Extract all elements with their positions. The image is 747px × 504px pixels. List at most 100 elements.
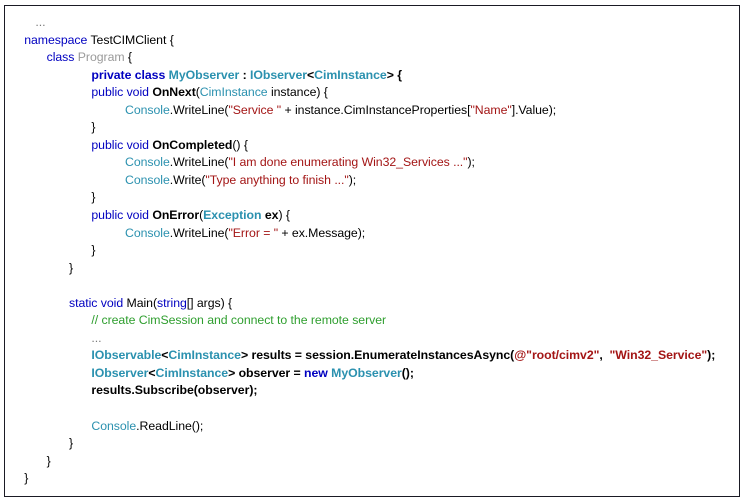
- code-line: // create CimSession and connect to the …: [5, 312, 739, 330]
- code-token: .WriteLine(: [169, 102, 229, 117]
- code-token: IObservable: [91, 348, 162, 363]
- code-token: ...: [91, 330, 102, 345]
- code-line: public void OnCompleted() {: [5, 137, 739, 155]
- code-token: Console: [125, 225, 170, 240]
- code-token: () {: [232, 137, 248, 152]
- code-line: static void Main(string[] args) {: [5, 295, 739, 313]
- code-line: }: [5, 260, 739, 278]
- code-token: Console: [125, 102, 170, 117]
- code-token: }: [46, 453, 51, 468]
- code-token: MyObserver: [168, 67, 240, 82]
- code-token: public void: [91, 137, 153, 152]
- code-line: }: [5, 453, 739, 471]
- code-token: "Name": [470, 102, 512, 117]
- code-token: CimInstance: [168, 348, 241, 363]
- code-token: .ReadLine();: [136, 418, 204, 433]
- code-token: }: [91, 120, 96, 135]
- code-line: }: [5, 242, 739, 260]
- code-line: }: [5, 435, 739, 453]
- code-line: IObserver<CimInstance> observer = new My…: [5, 365, 739, 383]
- code-token: }: [91, 190, 96, 205]
- code-token: <: [148, 365, 156, 380]
- code-token: IObserver: [91, 365, 149, 380]
- code-line: Console.Write("Type anything to finish .…: [5, 172, 739, 190]
- code-token: :: [239, 67, 251, 82]
- code-token: "I am done enumerating Win32_Services ..…: [228, 155, 468, 170]
- code-line: Console.WriteLine("Service " + instance.…: [5, 102, 739, 120]
- code-token: > {: [386, 67, 402, 82]
- code-token: public void: [91, 85, 153, 100]
- code-token: IObserver: [250, 67, 307, 82]
- code-token: new: [304, 365, 328, 380]
- code-token: Console: [91, 418, 137, 433]
- code-token: ex: [261, 208, 279, 223]
- code-token: "Service ": [228, 102, 282, 117]
- code-token: + ex.Message);: [278, 225, 366, 240]
- code-token: );: [348, 172, 357, 187]
- code-token: (: [199, 208, 204, 223]
- code-token: public void: [91, 208, 153, 223]
- code-line: }: [5, 470, 739, 488]
- code-token: );: [707, 348, 716, 363]
- code-token: {: [124, 50, 132, 65]
- code-token: }: [24, 471, 29, 486]
- code-line: results.Subscribe(observer);: [5, 382, 739, 400]
- code-token: ) {: [278, 208, 290, 223]
- code-token: ,: [599, 348, 610, 363]
- code-token: }: [69, 260, 74, 275]
- code-line: [5, 400, 739, 418]
- code-token: namespace: [24, 32, 88, 47]
- code-line: private class MyObserver : IObserver<Cim…: [5, 67, 739, 85]
- code-token: > results = session.EnumerateInstancesAs…: [240, 348, 515, 363]
- code-token: OnCompleted: [152, 137, 233, 152]
- code-token: string: [157, 295, 187, 310]
- code-token: <: [307, 67, 315, 82]
- code-token: private class: [91, 67, 166, 82]
- code-line: ...: [5, 14, 739, 32]
- code-listing-frame: ...namespace TestCIMClient {class Progra…: [4, 5, 740, 497]
- code-token: OnError: [152, 208, 200, 223]
- code-token: CimInstance: [314, 67, 387, 82]
- code-line: Console.WriteLine("Error = " + ex.Messag…: [5, 225, 739, 243]
- code-token: [] args) {: [186, 295, 233, 310]
- code-line: Console.ReadLine();: [5, 418, 739, 436]
- code-token: @"root/cimv2": [514, 348, 600, 363]
- code-token: }: [91, 243, 96, 258]
- code-token: instance) {: [267, 85, 328, 100]
- code-line: Console.WriteLine("I am done enumerating…: [5, 154, 739, 172]
- code-token: Main(: [126, 295, 158, 310]
- code-token: > observer =: [228, 365, 305, 380]
- code-line: namespace TestCIMClient {: [5, 32, 739, 50]
- code-token: ();: [401, 365, 414, 380]
- code-token: Console: [125, 172, 170, 187]
- code-token: "Win32_Service": [609, 348, 708, 363]
- code-line: }: [5, 189, 739, 207]
- code-token: );: [467, 155, 475, 170]
- code-token: + instance.CimInstanceProperties[: [281, 102, 471, 117]
- code-line: [5, 277, 739, 295]
- code-token: CimInstance: [199, 85, 268, 100]
- code-token: (: [195, 85, 200, 100]
- code-line: public void OnNext(CimInstance instance)…: [5, 84, 739, 102]
- code-token: ...: [35, 15, 46, 29]
- code-token: Console: [125, 155, 170, 170]
- code-token: OnNext: [152, 85, 196, 100]
- code-token: Exception: [203, 208, 262, 223]
- code-line: class Program {: [5, 49, 739, 67]
- code-token: "Error = ": [228, 225, 279, 240]
- code-token: TestCIMClient {: [87, 32, 174, 47]
- code-listing[interactable]: ...namespace TestCIMClient {class Progra…: [5, 6, 739, 488]
- code-line: IObservable<CimInstance> results = sessi…: [5, 347, 739, 365]
- code-token: static void: [69, 295, 127, 310]
- code-token: "Type anything to finish ...": [205, 172, 349, 187]
- code-line: }: [5, 119, 739, 137]
- code-token: ].Value);: [511, 102, 557, 117]
- code-token: // create CimSession and connect to the …: [91, 313, 387, 328]
- code-token: CimInstance: [155, 365, 229, 380]
- code-token: .WriteLine(: [169, 155, 229, 170]
- code-token: .Write(: [169, 172, 206, 187]
- code-token: }: [69, 436, 74, 451]
- code-token: Program: [77, 50, 125, 65]
- code-token: class: [46, 50, 75, 65]
- code-token: .WriteLine(: [169, 225, 229, 240]
